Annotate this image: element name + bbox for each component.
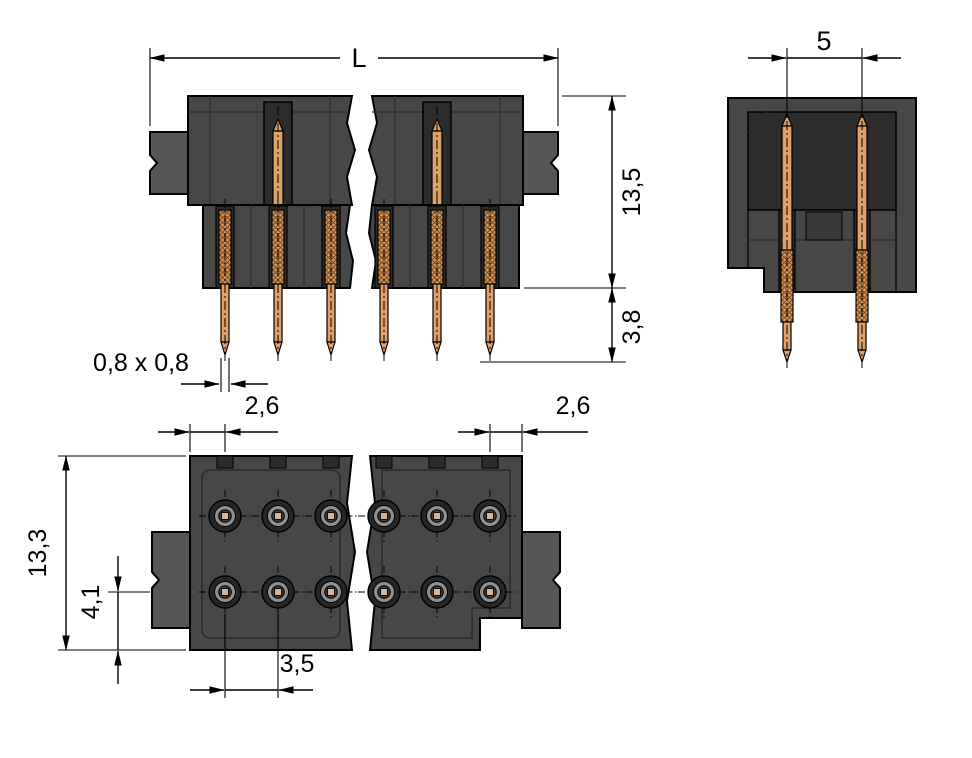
flange-left	[149, 131, 189, 195]
flange-left	[151, 531, 191, 629]
dim-label-pin-pitch: 3,5	[280, 650, 315, 678]
latch-groove	[375, 455, 393, 469]
cavity-chamfer	[747, 111, 769, 133]
dim-label-edge-to-pin-left: 2,6	[245, 392, 280, 420]
dim-edge-to-pin-left: 2,6	[158, 392, 279, 452]
latch-section	[805, 211, 843, 241]
dim-label-overall-length: L	[351, 43, 366, 73]
solder-pin	[480, 198, 500, 363]
front-view: 5	[727, 26, 917, 371]
dim-overall-depth: 13,3	[24, 455, 186, 651]
flange-right	[522, 131, 559, 195]
dim-label-overall-depth: 13,3	[24, 529, 52, 578]
dim-pin-row-offset: 4,1	[77, 556, 150, 684]
latch-groove	[216, 455, 234, 469]
latch-groove	[481, 455, 499, 469]
latch-groove	[322, 455, 340, 469]
latch-groove	[428, 455, 446, 469]
inner-outline-right	[381, 469, 511, 639]
solder-pin	[778, 103, 796, 371]
solder-pin	[374, 198, 394, 363]
body-left-half	[189, 455, 357, 651]
dim-pin-row-spacing: 5	[748, 26, 901, 110]
dim-pin-length: 3,8	[480, 287, 646, 363]
dim-pin-pitch: 3,5	[190, 614, 314, 698]
front-cavity	[747, 111, 897, 211]
side-view: L 13,5 3,8 0,8 x 0,8	[93, 43, 646, 392]
body-right-half	[365, 455, 523, 651]
dim-body-height: 13,5	[524, 95, 646, 289]
dim-label-pin-length: 3,8	[618, 310, 646, 345]
latch-groove	[269, 455, 287, 469]
dim-label-pin-row-spacing: 5	[816, 26, 831, 56]
inner-outline-left	[201, 469, 341, 639]
solder-pin	[427, 198, 447, 363]
bottom-view: 2,6 2,6 13,3 4,1	[24, 392, 590, 698]
dim-label-body-height: 13,5	[618, 168, 646, 217]
dim-label-pin-row-offset: 4,1	[77, 585, 105, 620]
dim-edge-to-pin-right: 2,6	[458, 392, 590, 452]
solder-pin	[321, 198, 341, 363]
solder-pin	[215, 198, 235, 363]
dim-pin-cross-section: 0,8 x 0,8	[93, 349, 268, 392]
solder-pin	[853, 103, 871, 371]
solder-pin	[268, 198, 288, 363]
dim-label-pin-cross-section: 0,8 x 0,8	[93, 349, 189, 377]
flange-right	[521, 531, 561, 629]
dim-overall-length: L	[149, 43, 559, 126]
dim-label-edge-to-pin-right: 2,6	[556, 392, 591, 420]
